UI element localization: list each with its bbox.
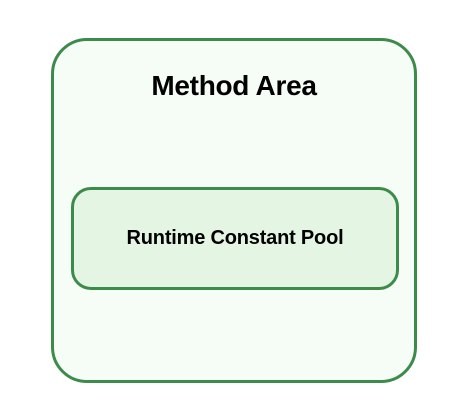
runtime-constant-pool-label: Runtime Constant Pool bbox=[126, 227, 344, 249]
runtime-constant-pool-box: Runtime Constant Pool bbox=[71, 187, 399, 290]
method-area-box: Method Area Runtime Constant Pool bbox=[51, 38, 417, 383]
method-area-label: Method Area bbox=[151, 70, 317, 101]
